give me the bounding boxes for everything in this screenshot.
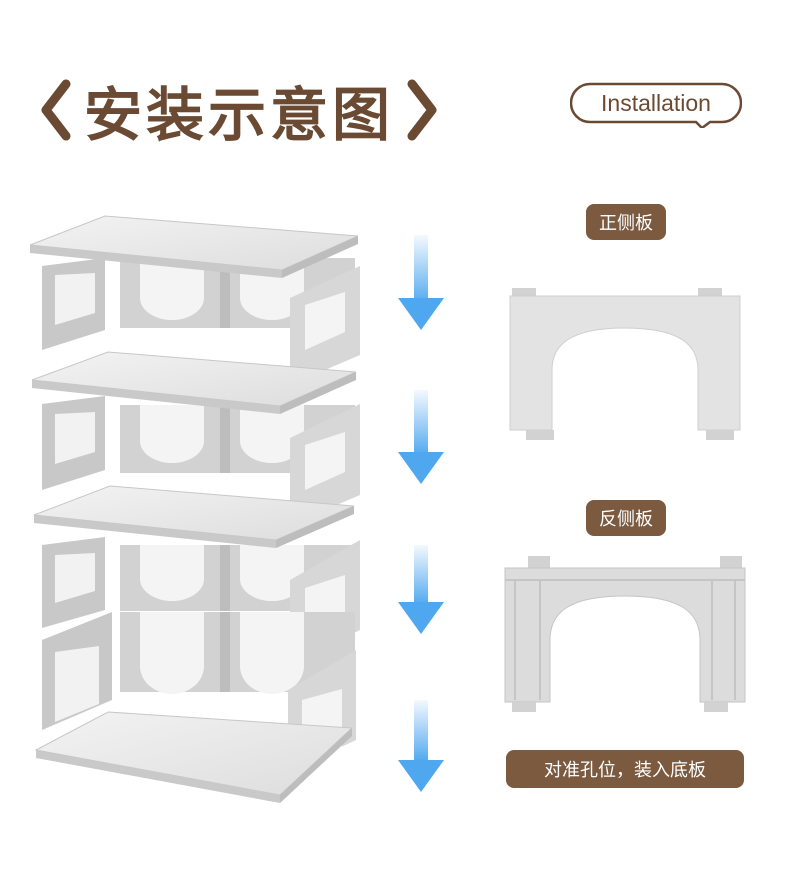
title-text: 安装示意图: [84, 81, 395, 149]
chevron-left-icon: [41, 79, 71, 141]
tier-3: [33, 485, 360, 665]
shelf: [31, 351, 357, 414]
left-side-panel: [42, 258, 105, 350]
tier-1: [29, 215, 360, 385]
chevron-right-icon: [407, 79, 437, 141]
down-arrow-icon: [398, 390, 444, 484]
back-side-panel-diagram: [504, 556, 746, 712]
down-arrow-icon: [398, 235, 444, 330]
installation-badge: Installation: [570, 82, 742, 128]
left-side-panel: [42, 537, 105, 628]
left-side-panel: [42, 612, 112, 730]
tier-2: [31, 351, 360, 525]
left-side-panel: [42, 396, 105, 490]
instruction-label: 对准孔位，装入底板: [506, 750, 744, 788]
right-side-panel: [290, 404, 360, 525]
back-panel-label: 反侧板: [586, 500, 666, 536]
front-panel-label: 正侧板: [586, 204, 666, 240]
base-board: [34, 711, 354, 803]
front-side-panel-diagram: [509, 288, 741, 440]
page-title: 安装示意图: [38, 70, 440, 150]
down-arrow-icon: [398, 700, 444, 792]
shelf: [33, 485, 355, 548]
right-side-panel: [290, 266, 360, 385]
shelf: [29, 215, 359, 278]
down-arrow-icon: [398, 545, 444, 634]
badge-text: Installation: [601, 89, 711, 116]
badge-outline-icon: [570, 82, 742, 128]
